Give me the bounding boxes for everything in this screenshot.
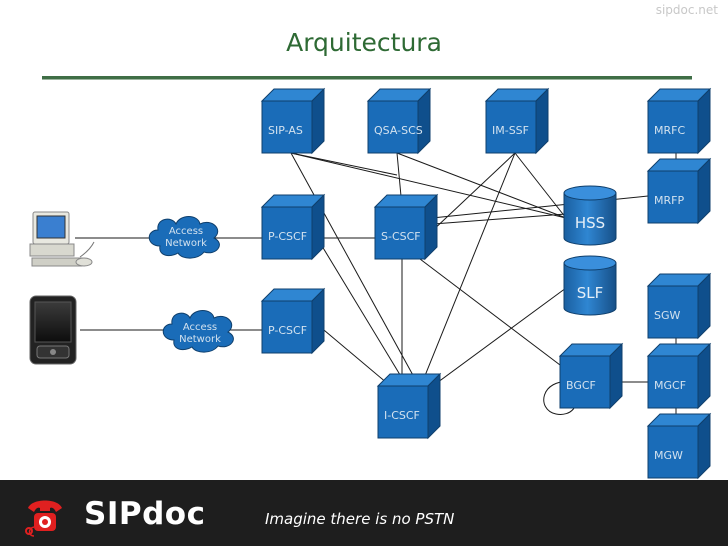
bgcf-label: BGCF	[566, 379, 596, 392]
connection-line	[429, 152, 516, 234]
slf-database-icon: SLF	[563, 255, 617, 316]
connection-line	[429, 287, 567, 389]
watermark: sipdoc.net	[655, 3, 718, 17]
p-cscf-2-node: P-CSCF	[260, 287, 326, 355]
mgw-label: MGW	[654, 449, 683, 462]
mgw-node: MGW	[646, 412, 712, 480]
mrfc-label: MRFC	[654, 124, 685, 137]
qsa-scs-node: QSA-SCS	[366, 87, 432, 155]
title-divider	[42, 76, 692, 79]
access-network-cloud: Access Network	[148, 216, 220, 259]
hss-label: HSS	[575, 214, 605, 232]
footer-tagline: Imagine there is no PSTN	[265, 510, 455, 528]
footer-brand: SIPdoc	[84, 496, 206, 532]
sip-as-node: SIP-AS	[260, 87, 326, 155]
cloud-label-line1: Access	[169, 226, 203, 237]
footer-bar	[0, 480, 728, 546]
im-ssf-node: IM-SSF	[484, 87, 550, 155]
telephone-logo-icon	[25, 500, 62, 537]
bgcf-node: BGCF	[558, 342, 624, 410]
connection-line	[290, 152, 421, 389]
s-cscf-node: S-CSCF	[373, 193, 439, 261]
connection-line	[419, 152, 516, 389]
mgcf-label: MGCF	[654, 379, 686, 392]
cloud-label-line2: Network	[179, 334, 221, 345]
im-ssf-label: IM-SSF	[492, 124, 529, 137]
p-cscf-2-label: P-CSCF	[268, 324, 307, 337]
connection-line	[290, 152, 398, 176]
sgw-label: SGW	[654, 309, 681, 322]
connection-line	[419, 258, 565, 369]
cloud-label-line1: Access	[183, 322, 217, 333]
i-cscf-label: I-CSCF	[384, 409, 420, 422]
slide-title: Arquitectura	[286, 28, 442, 57]
mrfp-node: MRFP	[646, 157, 712, 225]
access-network-cloud: Access Network	[162, 310, 234, 353]
connection-line	[290, 152, 567, 219]
qsa-scs-label: QSA-SCS	[374, 124, 423, 137]
mrfp-label: MRFP	[654, 194, 684, 207]
cloud-label-line2: Network	[165, 238, 207, 249]
sgw-node: SGW	[646, 272, 712, 340]
architecture-diagram: Access Network Access Network HSS SLF SI…	[29, 87, 712, 480]
connection-line	[514, 152, 567, 219]
slf-label: SLF	[577, 284, 604, 302]
p-cscf-1-label: P-CSCF	[268, 230, 307, 243]
sip-as-label: SIP-AS	[268, 124, 303, 137]
p-cscf-1-node: P-CSCF	[260, 193, 326, 261]
mgcf-node: MGCF	[646, 342, 712, 410]
i-cscf-node: I-CSCF	[376, 372, 442, 440]
hss-database-icon: HSS	[563, 185, 617, 246]
mobile-phone-icon	[29, 295, 77, 365]
s-cscf-label: S-CSCF	[381, 230, 421, 243]
computer-icon	[29, 211, 95, 267]
connection-line	[419, 213, 567, 226]
mrfc-node: MRFC	[646, 87, 712, 155]
